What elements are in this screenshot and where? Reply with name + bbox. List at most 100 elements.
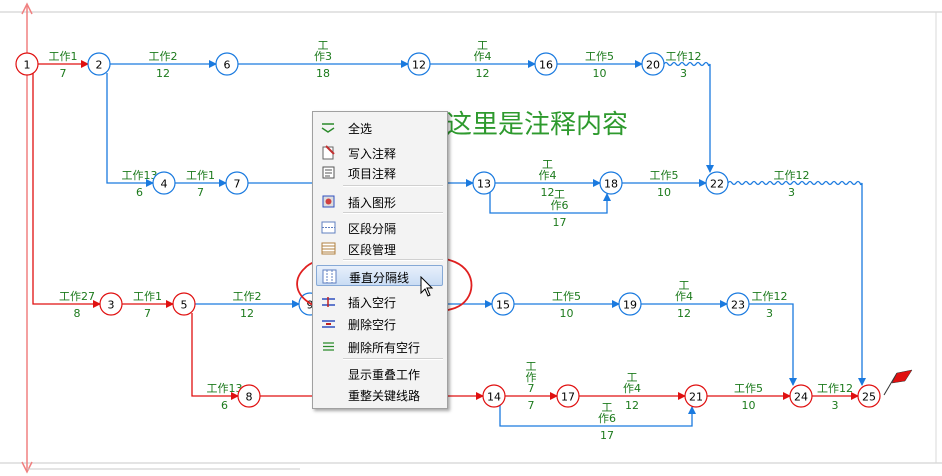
node-1[interactable]: 1: [15, 52, 39, 76]
svg-text:3: 3: [108, 299, 115, 312]
write-note-icon: [322, 145, 335, 160]
activity-name-label: 工作12: [666, 50, 702, 63]
node-16[interactable]: 16: [534, 52, 558, 76]
activity-name-label: 工作2: [149, 50, 178, 63]
svg-text:22: 22: [710, 178, 724, 191]
svg-text:18: 18: [604, 178, 618, 191]
activity-name-label: 工: [627, 371, 638, 384]
svg-text:12: 12: [412, 59, 426, 72]
activity-duration-label: 17: [553, 216, 567, 229]
node-25[interactable]: 25: [857, 384, 881, 408]
activity-arrow[interactable]: [499, 405, 696, 427]
svg-text:2: 2: [96, 59, 103, 72]
node-21[interactable]: 21: [684, 384, 708, 408]
node-7[interactable]: 7: [225, 171, 249, 195]
activity-name-label: 作3: [314, 50, 332, 63]
activity-arrow[interactable]: [749, 303, 797, 386]
context-menu: 全选写入注释项目注释插入图形区段分隔区段管理垂直分隔线插入空行删除空行删除所有空…: [312, 111, 448, 409]
node-14[interactable]: 14: [482, 384, 506, 408]
node-2[interactable]: 2: [87, 52, 111, 76]
menu-item-5[interactable]: 区段管理: [316, 238, 443, 259]
activity-duration-label: 12: [541, 186, 555, 199]
svg-text:23: 23: [731, 299, 745, 312]
svg-text:24: 24: [794, 391, 808, 404]
menu-item-10[interactable]: 显示重叠工作: [316, 363, 443, 384]
activity-duration-label: 3: [832, 399, 839, 412]
activity-duration-label: 3: [680, 67, 687, 80]
node-15[interactable]: 15: [491, 292, 515, 316]
menu-item-2[interactable]: 项目注释: [316, 162, 443, 183]
activity-name-label: 工作5: [734, 382, 763, 395]
section-divider-icon: [321, 221, 336, 234]
activity-arrow[interactable]: [106, 73, 154, 187]
activity-duration-label: 7: [60, 67, 67, 80]
activity-duration-label: 12: [156, 67, 170, 80]
menu-item-0[interactable]: 全选: [316, 117, 443, 138]
activity-duration-label: 7: [528, 399, 535, 412]
vertical-divider-icon: [322, 269, 337, 284]
menu-item-label: 插入空行: [348, 296, 397, 310]
menu-item-label: 删除所有空行: [348, 341, 421, 355]
node-24[interactable]: 24: [789, 384, 813, 408]
menu-item-6[interactable]: 垂直分隔线: [316, 265, 443, 286]
svg-text:6: 6: [224, 59, 231, 72]
svg-text:21: 21: [689, 391, 703, 404]
section-manage-icon: [321, 242, 336, 255]
node-6[interactable]: 6: [215, 52, 239, 76]
activity-name-label: 工作2: [233, 290, 262, 303]
menu-item-label: 插入图形: [348, 196, 397, 210]
svg-text:1: 1: [24, 59, 31, 72]
activity-name-label: 工作1: [133, 290, 162, 303]
node-19[interactable]: 19: [618, 292, 642, 316]
activity-name-label: 工: [526, 360, 537, 373]
menu-item-3[interactable]: 插入图形: [316, 191, 443, 212]
activity-name-label: 工: [602, 401, 613, 414]
menu-item-1[interactable]: 写入注释: [316, 142, 443, 163]
node-18[interactable]: 18: [599, 171, 623, 195]
menu-item-label: 全选: [348, 122, 373, 136]
mouse-cursor-icon: [420, 276, 434, 297]
node-8[interactable]: 8: [237, 384, 261, 408]
activity-name-label: 工作1: [186, 169, 215, 182]
node-3[interactable]: 3: [99, 292, 123, 316]
menu-item-label: 显示重叠工作: [348, 368, 421, 382]
activity-name-label: 工作13: [207, 382, 243, 395]
activity-duration-label: 10: [560, 307, 574, 320]
node-4[interactable]: 4: [152, 171, 176, 195]
activity-arrow[interactable]: [727, 180, 866, 386]
node-5[interactable]: 5: [172, 292, 196, 316]
activity-name-label: 工作5: [552, 290, 581, 303]
activity-name-label: 工作27: [59, 290, 95, 303]
node-20[interactable]: 20: [641, 52, 665, 76]
node-13[interactable]: 13: [472, 171, 496, 195]
node-23[interactable]: 23: [726, 292, 750, 316]
activity-name-label: 工: [477, 39, 488, 52]
activity-arrow[interactable]: [663, 61, 714, 173]
activity-arrow[interactable]: [32, 73, 101, 308]
activity-name-label: 工作5: [650, 169, 679, 182]
activity-name-label: 工: [542, 158, 553, 171]
menu-item-8[interactable]: 删除空行: [316, 313, 443, 334]
menu-separator: [343, 212, 443, 214]
menu-item-9[interactable]: 删除所有空行: [316, 336, 443, 357]
activity-duration-label: 12: [476, 67, 490, 80]
node-12[interactable]: 12: [407, 52, 431, 76]
node-17[interactable]: 17: [556, 384, 580, 408]
annotation-text[interactable]: 这里是注释内容: [446, 110, 629, 140]
menu-separator: [343, 358, 443, 360]
activity-arrow[interactable]: [191, 313, 239, 400]
activity-duration-label: 18: [316, 67, 330, 80]
axis-bottom-arrow: [21, 461, 33, 474]
menu-item-4[interactable]: 区段分隔: [316, 217, 443, 238]
svg-text:15: 15: [496, 299, 510, 312]
activity-duration-label: 17: [600, 429, 614, 442]
activity-name-label: 工作12: [752, 290, 788, 303]
activity-arrow[interactable]: [489, 192, 611, 214]
activity-duration-label: 6: [136, 186, 143, 199]
activity-name-label: 工作12: [817, 382, 853, 395]
menu-item-7[interactable]: 插入空行: [316, 291, 443, 312]
insert-row-icon: [322, 297, 335, 307]
menu-item-11[interactable]: 重整关键线路: [316, 384, 443, 405]
node-22[interactable]: 22: [705, 171, 729, 195]
